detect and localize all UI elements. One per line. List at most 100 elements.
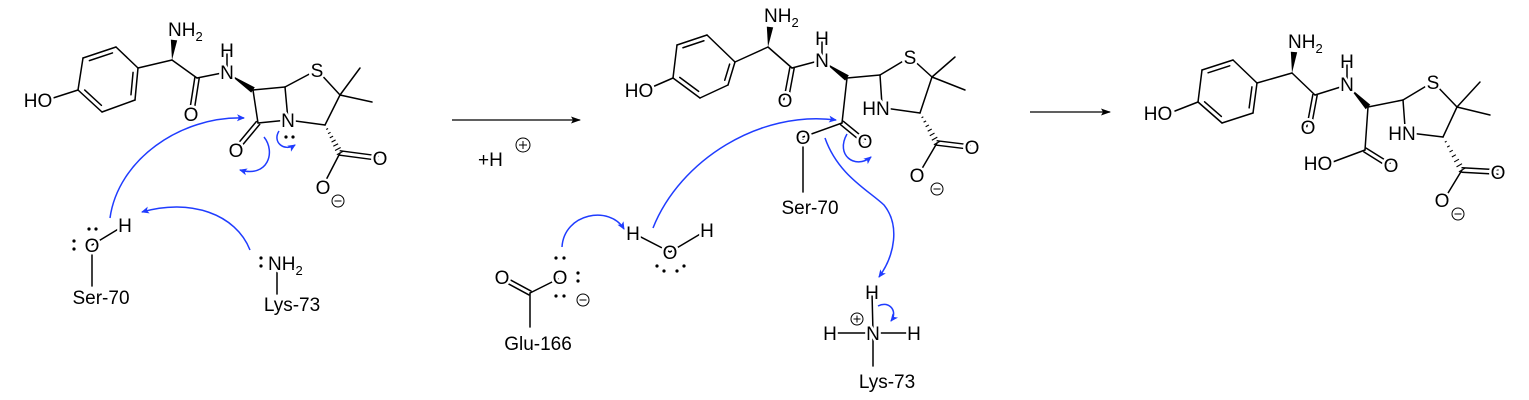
bond [669, 229, 708, 253]
water-h1-label: H [626, 224, 640, 245]
ser-70-label: Ser-70 [72, 288, 129, 309]
negative-charge-icon [576, 293, 590, 307]
bond [252, 89, 259, 124]
ester-carbonyl-o-label: O [858, 132, 873, 153]
amide-n-label: N [1340, 75, 1354, 96]
amide-h-label: H [815, 29, 829, 50]
bond [284, 86, 289, 121]
bond [339, 94, 373, 103]
bond [171, 59, 198, 79]
water-molecule: H O H [624, 219, 716, 273]
bond [1402, 99, 1406, 128]
hashed-bond [929, 132, 935, 137]
bond [839, 123, 864, 144]
water-h2-label: H [700, 221, 714, 242]
bond [1248, 86, 1253, 109]
ser-h-label: H [118, 216, 132, 237]
bond [339, 67, 361, 96]
lys-73-residue: NH2 Lys-73 [259, 252, 323, 319]
bond [1456, 106, 1491, 116]
carboxyl-o-label: O [965, 138, 980, 159]
ser-70-label: Ser-70 [781, 198, 838, 219]
bond [919, 76, 933, 114]
amide-n-label: N [815, 51, 829, 72]
bond [1314, 84, 1348, 96]
bond [1329, 149, 1366, 164]
bond [884, 107, 921, 114]
hashed-bond [327, 131, 331, 135]
carboxyl-o-label: O [1491, 163, 1506, 184]
bond [727, 61, 736, 86]
amide-o-label: O [1301, 118, 1316, 139]
bond [682, 40, 705, 49]
reactant-ampicillin: HO NH2 H N O S N O O O [21, 18, 390, 208]
bond [1461, 171, 1499, 175]
amine-label: NH2 [764, 6, 799, 30]
curved-arrow-ester-carbonyl [842, 133, 872, 165]
bond [879, 74, 883, 106]
bond [1310, 94, 1318, 129]
amide-n-label: N [220, 63, 234, 84]
negative-charge-icon [331, 194, 345, 208]
bond [672, 44, 678, 79]
glu-o2-label: O [553, 268, 568, 289]
bond [699, 84, 729, 99]
bond [1207, 65, 1231, 74]
hydroxyl-label: HO [625, 81, 654, 102]
ser-o-label: O [85, 236, 100, 257]
bond [871, 291, 874, 334]
bond [1201, 59, 1234, 71]
hashed-bond [1453, 158, 1460, 163]
sulfur-label: S [904, 48, 917, 69]
amine-label: NH2 [1288, 32, 1323, 56]
hashed-bond [331, 139, 336, 143]
wedge-bond [170, 39, 178, 60]
hn-label: HN [862, 99, 889, 120]
glu-166-residue: O O Glu-166 [492, 256, 590, 358]
hydroxyl-label: HO [24, 91, 53, 112]
bond [1365, 147, 1391, 164]
glu-o1-label: O [495, 268, 510, 289]
bond [649, 77, 674, 89]
bond [676, 34, 708, 46]
lys-73-label: Lys-73 [264, 295, 320, 316]
bond [935, 144, 971, 150]
bond [672, 77, 701, 99]
lactam-n-label: N [281, 111, 295, 132]
bond [284, 69, 318, 88]
sulfur-label: S [311, 61, 324, 82]
product-ampicilloic-acid: HO NH2 H N O S HN HO O O O [1141, 30, 1508, 221]
bond [91, 224, 126, 246]
hashed-bond [927, 128, 932, 132]
curved-arrow-ser-o-to-carbonyl [109, 114, 245, 219]
bond [82, 46, 117, 59]
bond [1203, 101, 1223, 118]
water-o-label: O [663, 243, 678, 264]
bond [130, 71, 134, 96]
hn-label: HN [1388, 124, 1415, 145]
bond [1174, 101, 1199, 112]
bond [196, 71, 228, 79]
bond [1364, 106, 1369, 151]
amide-h-label: H [1340, 52, 1354, 73]
bond [189, 76, 196, 111]
bond [134, 67, 139, 101]
bond [767, 46, 793, 69]
lys-73-label: Lys-73 [859, 372, 915, 393]
bond [1461, 167, 1499, 171]
bond [1256, 72, 1293, 84]
bond [502, 280, 530, 296]
proton-reagent: +H [476, 137, 531, 174]
wedge-bond [1290, 51, 1298, 73]
sulfur-label: S [1427, 73, 1440, 94]
hashed-bond [1446, 145, 1450, 148]
bond [1363, 151, 1389, 168]
hashed-bond [1451, 154, 1457, 158]
hashed-bond [333, 143, 339, 147]
hashed-bond [325, 128, 329, 130]
acid-o-label: O [1384, 156, 1399, 177]
bond [734, 46, 769, 63]
bond [842, 120, 867, 141]
acid-ho-label: HO [1304, 154, 1333, 175]
bond [909, 56, 933, 78]
